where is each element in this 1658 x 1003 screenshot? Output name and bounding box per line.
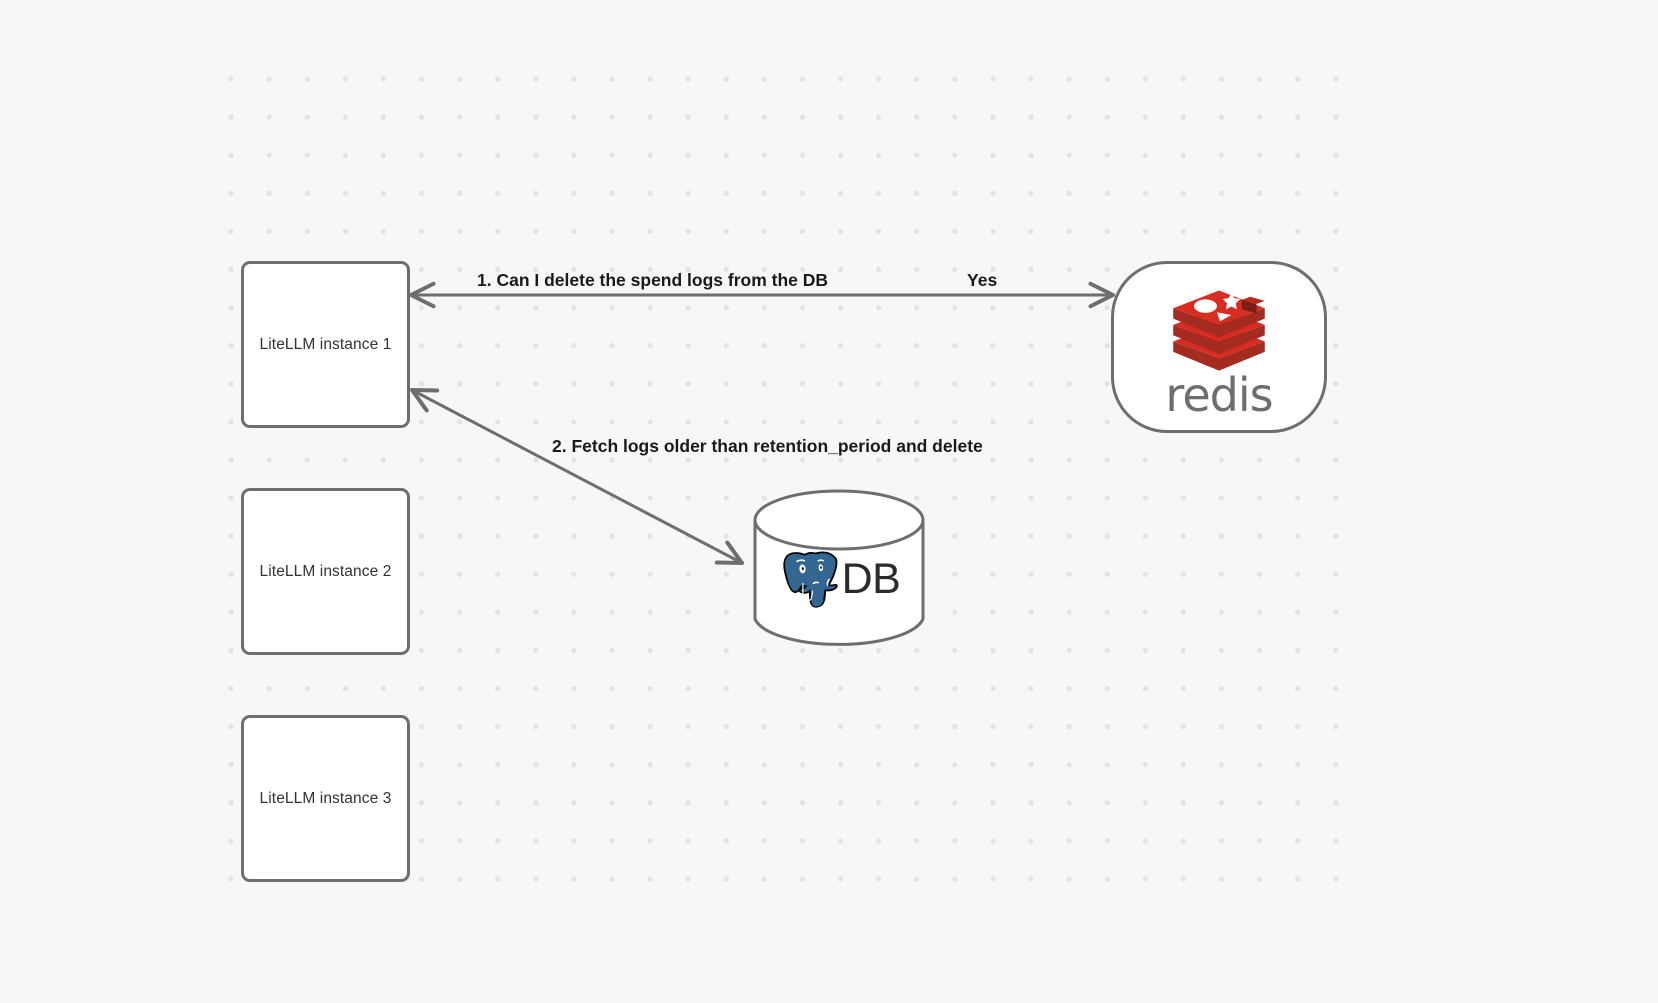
cylinder-top-ellipse [753, 489, 925, 551]
edge-litellm1-db [409, 387, 745, 566]
node-litellm-instance-2-label: LiteLLM instance 2 [259, 562, 392, 580]
edge-1-answer-label: Yes [967, 270, 998, 290]
node-litellm-instance-2[interactable]: LiteLLM instance 2 [241, 488, 410, 655]
node-db[interactable]: DB [754, 491, 924, 649]
edge-1-label: 1. Can I delete the spend logs from the … [477, 270, 829, 290]
redis-logo-icon [1163, 279, 1275, 379]
postgresql-elephant-icon [782, 551, 838, 608]
cylinder-body [753, 518, 925, 646]
node-redis[interactable]: redis [1111, 261, 1327, 433]
node-litellm-instance-1-label: LiteLLM instance 1 [259, 335, 392, 353]
db-cylinder-shape [753, 489, 925, 646]
node-litellm-instance-3-label: LiteLLM instance 3 [259, 789, 392, 807]
edge-2-line [409, 387, 745, 566]
db-logo-row: DB [754, 491, 924, 649]
db-label: DB [841, 554, 901, 603]
node-litellm-instance-3[interactable]: LiteLLM instance 3 [241, 715, 410, 882]
redis-wordmark-label: redis [1165, 368, 1273, 423]
edge-2-label: 2. Fetch logs older than retention_perio… [552, 436, 983, 456]
node-litellm-instance-1[interactable]: LiteLLM instance 1 [241, 261, 410, 428]
